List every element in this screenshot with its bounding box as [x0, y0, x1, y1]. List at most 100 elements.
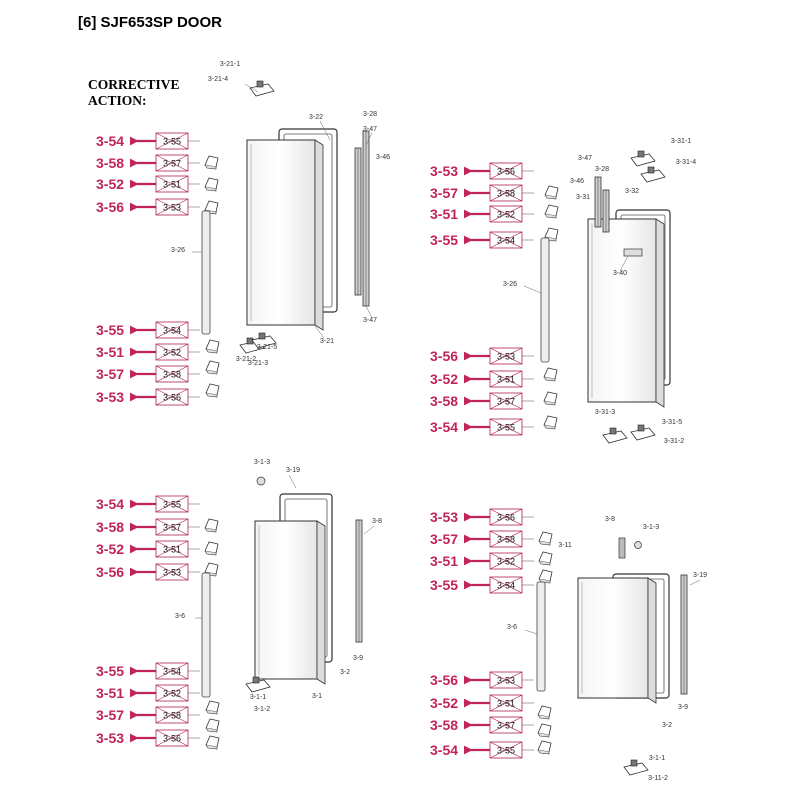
- new-part-number: 3-55: [430, 232, 458, 248]
- hinge-pin: [637, 424, 645, 432]
- strike-line: [155, 388, 189, 406]
- part-label: 3-6: [507, 624, 517, 631]
- rod-3-6-bl: [201, 572, 211, 698]
- handle-3-40: [623, 248, 643, 257]
- strike-line: [489, 508, 523, 526]
- part-label: 3-21-4: [208, 76, 228, 83]
- new-part-number: 3-53: [430, 163, 458, 179]
- part-label: 3-22: [309, 114, 323, 121]
- strike-line: [489, 162, 523, 180]
- old-part-number: 3-52: [497, 557, 515, 567]
- new-part-number: 3-53: [430, 509, 458, 525]
- part-label: 3-47: [363, 317, 377, 324]
- hinge-3-21-3: [251, 332, 277, 349]
- new-part-number: 3-56: [430, 672, 458, 688]
- part-label: 3-8: [372, 518, 382, 525]
- strip-3-46: [362, 130, 370, 307]
- part-shade: [543, 376, 556, 382]
- strike-line: [489, 694, 523, 712]
- part-label: 3-9: [678, 704, 688, 711]
- old-part-number: 3-57: [163, 159, 181, 169]
- part-shade: [544, 213, 557, 219]
- new-part-number: 3-51: [96, 685, 124, 701]
- part-shape: [205, 735, 220, 748]
- door-3-21: [246, 139, 324, 331]
- part-shape: [544, 227, 559, 240]
- leader-line: [524, 629, 538, 635]
- strike-line: [489, 576, 523, 594]
- part-shape: [204, 155, 219, 168]
- part-3-58-bl: [205, 718, 220, 733]
- strip-3-19-br: [680, 574, 688, 695]
- part-label: 3-1-3: [254, 459, 270, 466]
- part-label: 3-31-2: [664, 438, 684, 445]
- new-part-number: 3-54: [430, 419, 458, 435]
- part-shade: [205, 392, 218, 398]
- part-3-57-br: [537, 723, 552, 738]
- part-shade: [205, 369, 218, 375]
- strip-3-46-tr: [594, 176, 602, 228]
- page-title: [6] SJF653SP DOOR: [78, 14, 222, 31]
- new-part-number: 3-51: [96, 344, 124, 360]
- new-part-number: 3-57: [430, 531, 458, 547]
- part-shade: [537, 714, 550, 720]
- strike-line: [155, 540, 189, 558]
- strike-line: [489, 347, 523, 365]
- part-label: 3-21-1: [220, 61, 240, 68]
- part-label: 3-6: [175, 613, 185, 620]
- old-part-number: 3-53: [163, 203, 181, 213]
- old-part-number: 3-51: [497, 375, 515, 385]
- new-part-number: 3-56: [430, 348, 458, 364]
- leader-line: [523, 285, 542, 294]
- old-part-number: 3-58: [163, 370, 181, 380]
- part-shade: [538, 540, 551, 546]
- old-part-number: 3-56: [497, 513, 515, 523]
- new-part-number: 3-51: [430, 553, 458, 569]
- part-label: 3-47: [578, 155, 592, 162]
- part-shape: [204, 541, 219, 554]
- replacement-callout: 3-51 3-52: [430, 552, 534, 570]
- hinge-3-31-3: [602, 427, 628, 444]
- new-part-number: 3-54: [96, 496, 124, 512]
- part-label: 3-31: [576, 194, 590, 201]
- rod-body: [540, 237, 550, 363]
- part-label: 3-32: [625, 188, 639, 195]
- door-3-31: [587, 218, 665, 408]
- part-shape: [537, 705, 552, 718]
- part-3-52-tl: [205, 339, 220, 354]
- strike-line: [489, 716, 523, 734]
- part-shape: [543, 415, 558, 428]
- leader-line: [319, 120, 331, 141]
- part-shade: [205, 727, 218, 733]
- new-part-number: 3-58: [430, 393, 458, 409]
- new-part-number: 3-56: [96, 564, 124, 580]
- door-edge: [647, 577, 657, 704]
- part-shape: [537, 723, 552, 736]
- rod-body: [201, 210, 211, 335]
- strike-line: [155, 662, 189, 680]
- strike-line: [489, 741, 523, 759]
- hinge-3-31-5: [630, 424, 656, 441]
- hinge-pin: [256, 80, 264, 88]
- strike-line: [489, 530, 523, 548]
- new-part-number: 3-56: [96, 199, 124, 215]
- old-part-number: 3-53: [163, 568, 181, 578]
- old-part-number: 3-55: [163, 137, 181, 147]
- part-label: 3-21: [320, 338, 334, 345]
- part-label: 3-28: [595, 166, 609, 173]
- replacement-callout: 3-56 3-53: [96, 563, 200, 581]
- part-label: 3-47: [363, 126, 377, 133]
- old-part-number: 3-51: [497, 699, 515, 709]
- new-part-number: 3-53: [96, 389, 124, 405]
- rod-body: [536, 581, 546, 692]
- part-label: 3-1-1: [649, 755, 665, 762]
- part-3-51-tr: [543, 367, 558, 382]
